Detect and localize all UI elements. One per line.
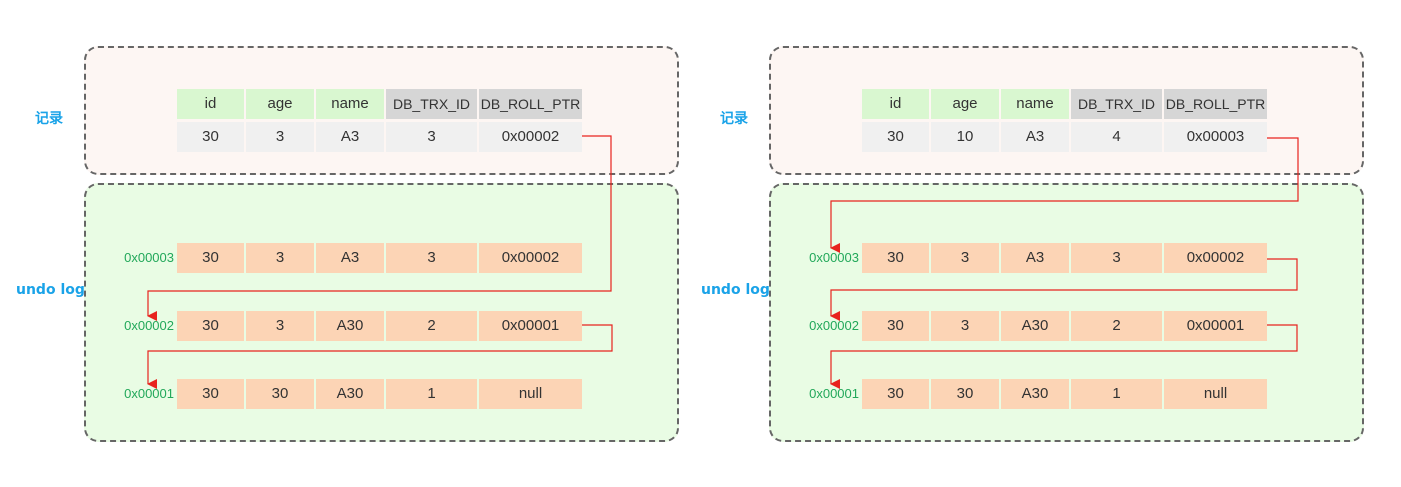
undo-cell: 3 (931, 311, 999, 341)
undo-address: 0x00001 (124, 386, 174, 401)
undo-address: 0x00003 (809, 250, 859, 265)
undo-cell: A30 (1001, 311, 1069, 341)
undo-cell: 30 (246, 379, 314, 409)
undo-cell: A3 (316, 243, 384, 273)
header-id: id (862, 89, 929, 119)
undo-cell: 0x00002 (479, 243, 582, 273)
undo-cell: 30 (177, 311, 244, 341)
header-db-roll-ptr: DB_ROLL_PTR (479, 89, 582, 119)
header-age: age (931, 89, 999, 119)
record-cell-id: 30 (177, 122, 244, 152)
undo-cell: 3 (1071, 243, 1162, 273)
header-name: name (316, 89, 384, 119)
record-cell-age: 3 (246, 122, 314, 152)
header-db-trx-id: DB_TRX_ID (386, 89, 477, 119)
header-age: age (246, 89, 314, 119)
header-db-trx-id: DB_TRX_ID (1071, 89, 1162, 119)
header-db-roll-ptr: DB_ROLL_PTR (1164, 89, 1267, 119)
undo-cell: 30 (862, 311, 929, 341)
undo-cell: 0x00002 (1164, 243, 1267, 273)
undo-cell: 3 (246, 243, 314, 273)
undo-address: 0x00002 (809, 318, 859, 333)
undo-cell: 3 (386, 243, 477, 273)
undo-address: 0x00002 (124, 318, 174, 333)
panel-left: 记录 undo log id age name DB_TRX_ID DB_ROL… (0, 0, 700, 487)
record-cell-trx-id: 3 (386, 122, 477, 152)
header-id: id (177, 89, 244, 119)
undo-address: 0x00001 (809, 386, 859, 401)
undo-cell: A3 (1001, 243, 1069, 273)
undo-log-label: undo log (701, 282, 770, 298)
panel-right: 记录 undo log id age name DB_TRX_ID DB_ROL… (685, 0, 1385, 487)
undo-address: 0x00003 (124, 250, 174, 265)
undo-cell: 30 (931, 379, 999, 409)
header-name: name (1001, 89, 1069, 119)
undo-cell: A30 (1001, 379, 1069, 409)
record-cell-name: A3 (316, 122, 384, 152)
record-label: 记录 (35, 111, 63, 127)
undo-cell: A30 (316, 311, 384, 341)
record-cell-roll-ptr: 0x00002 (479, 122, 582, 152)
undo-cell: 2 (386, 311, 477, 341)
undo-cell: 3 (931, 243, 999, 273)
record-cell-name: A3 (1001, 122, 1069, 152)
undo-cell: 1 (386, 379, 477, 409)
record-cell-age: 10 (931, 122, 999, 152)
record-cell-trx-id: 4 (1071, 122, 1162, 152)
undo-cell: null (479, 379, 582, 409)
undo-cell: A30 (316, 379, 384, 409)
undo-cell: 2 (1071, 311, 1162, 341)
undo-cell: 30 (177, 379, 244, 409)
record-cell-id: 30 (862, 122, 929, 152)
undo-log-label: undo log (16, 282, 85, 298)
undo-cell: 30 (177, 243, 244, 273)
undo-cell: null (1164, 379, 1267, 409)
undo-cell: 0x00001 (1164, 311, 1267, 341)
undo-cell: 30 (862, 379, 929, 409)
record-label: 记录 (720, 111, 748, 127)
undo-cell: 30 (862, 243, 929, 273)
record-cell-roll-ptr: 0x00003 (1164, 122, 1267, 152)
undo-cell: 1 (1071, 379, 1162, 409)
undo-cell: 0x00001 (479, 311, 582, 341)
undo-cell: 3 (246, 311, 314, 341)
